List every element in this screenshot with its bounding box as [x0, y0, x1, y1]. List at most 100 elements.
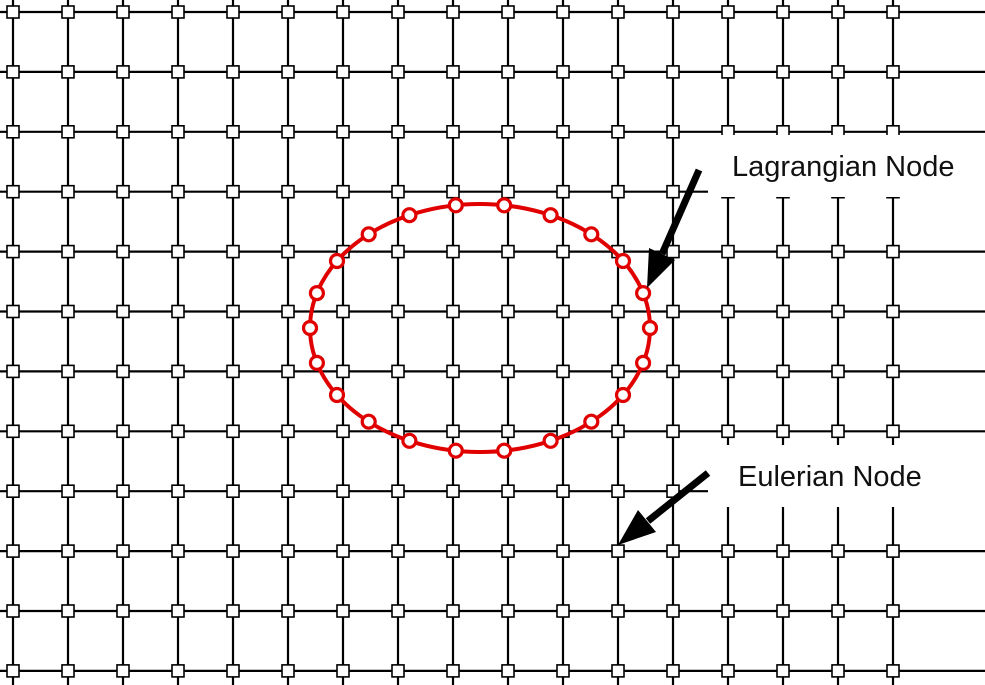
lagrangian-node	[614, 252, 632, 270]
eulerian-node	[501, 484, 515, 499]
eulerian-node	[116, 125, 130, 139]
eulerian-node	[556, 664, 570, 678]
eulerian-node	[886, 424, 900, 439]
eulerian-node	[116, 424, 130, 439]
eulerian-node	[171, 664, 185, 678]
eulerian-node	[61, 184, 75, 199]
eulerian-node	[446, 65, 460, 79]
eulerian-node	[281, 364, 295, 379]
eulerian-node	[116, 484, 130, 499]
eulerian-node	[721, 424, 735, 439]
eulerian-node	[61, 244, 75, 259]
eulerian-node	[61, 5, 75, 19]
eulerian-node	[501, 244, 515, 259]
eulerian-node	[281, 244, 295, 259]
eulerian-node	[116, 65, 130, 79]
eulerian-node	[666, 364, 680, 379]
eulerian-node	[611, 364, 625, 379]
eulerian-node	[336, 604, 350, 618]
eulerian-node	[281, 604, 295, 618]
lagrangian-label-backdrop	[708, 135, 985, 197]
eulerian-node	[501, 364, 515, 379]
eulerian-node	[721, 244, 735, 259]
eulerian-node	[446, 304, 460, 319]
lagrangian-node	[301, 319, 319, 337]
eulerian-node	[556, 544, 570, 558]
lagrangian-node	[360, 413, 377, 430]
eulerian-node	[336, 664, 350, 678]
eulerian-node	[831, 604, 845, 618]
eulerian-node	[886, 364, 900, 379]
eulerian-node	[611, 65, 625, 79]
lagrangian-node	[583, 226, 600, 243]
eulerian-node	[391, 244, 405, 259]
lagrangian-boundary	[301, 197, 659, 459]
eulerian-node	[6, 604, 20, 618]
eulerian-node	[6, 544, 20, 558]
eulerian-node	[501, 424, 515, 439]
eulerian-node	[666, 304, 680, 319]
eulerian-node	[886, 604, 900, 618]
eulerian-node	[611, 604, 625, 618]
eulerian-node	[226, 364, 240, 379]
eulerian-node	[666, 664, 680, 678]
eulerian-node	[831, 304, 845, 319]
eulerian-node	[831, 364, 845, 379]
eulerian-node	[61, 604, 75, 618]
eulerian-node	[831, 244, 845, 259]
eulerian-node	[171, 244, 185, 259]
eulerian-node	[336, 364, 350, 379]
eulerian-node	[226, 184, 240, 199]
eulerian-node	[6, 304, 20, 319]
eulerian-node	[501, 544, 515, 558]
eulerian-node	[776, 604, 790, 618]
eulerian-node	[391, 184, 405, 199]
eulerian-node	[171, 424, 185, 439]
eulerian-node	[6, 424, 20, 439]
eulerian-node	[391, 304, 405, 319]
eulerian-node	[226, 65, 240, 79]
eulerian-node	[611, 125, 625, 139]
lagrangian-node	[634, 285, 652, 302]
lagrangian-node	[583, 413, 600, 430]
eulerian-node	[776, 65, 790, 79]
eulerian-node	[776, 364, 790, 379]
eulerian-node	[281, 65, 295, 79]
eulerian-node	[61, 544, 75, 558]
lagrangian-node	[328, 386, 346, 404]
eulerian-node	[611, 664, 625, 678]
eulerian-node	[831, 65, 845, 79]
eulerian-node	[336, 125, 350, 139]
eulerian-node	[446, 544, 460, 558]
eulerian-node	[886, 544, 900, 558]
eulerian-node	[611, 544, 625, 558]
eulerian-node	[171, 604, 185, 618]
eulerian-arrow	[618, 470, 711, 545]
eulerian-node	[666, 424, 680, 439]
eulerian-node	[666, 544, 680, 558]
eulerian-node	[226, 484, 240, 499]
lagrangian-node	[328, 252, 346, 270]
eulerian-node	[666, 184, 680, 199]
lagrangian-boundary-curve	[308, 202, 652, 454]
eulerian-node	[226, 244, 240, 259]
eulerian-node	[171, 544, 185, 558]
eulerian-node	[721, 65, 735, 79]
eulerian-node	[446, 125, 460, 139]
eulerian-node	[391, 65, 405, 79]
eulerian-node	[886, 244, 900, 259]
eulerian-node	[721, 5, 735, 19]
eulerian-node	[611, 424, 625, 439]
eulerian-node	[336, 5, 350, 19]
lagrangian-node	[401, 432, 418, 449]
eulerian-node	[666, 244, 680, 259]
eulerian-node	[336, 484, 350, 499]
eulerian-node	[446, 664, 460, 678]
eulerian-node	[61, 484, 75, 499]
eulerian-node	[501, 664, 515, 678]
eulerian-node	[391, 125, 405, 139]
eulerian-node	[6, 5, 20, 19]
eulerian-node	[611, 304, 625, 319]
eulerian-node	[171, 125, 185, 139]
eulerian-node-label: Eulerian Node	[738, 461, 922, 493]
